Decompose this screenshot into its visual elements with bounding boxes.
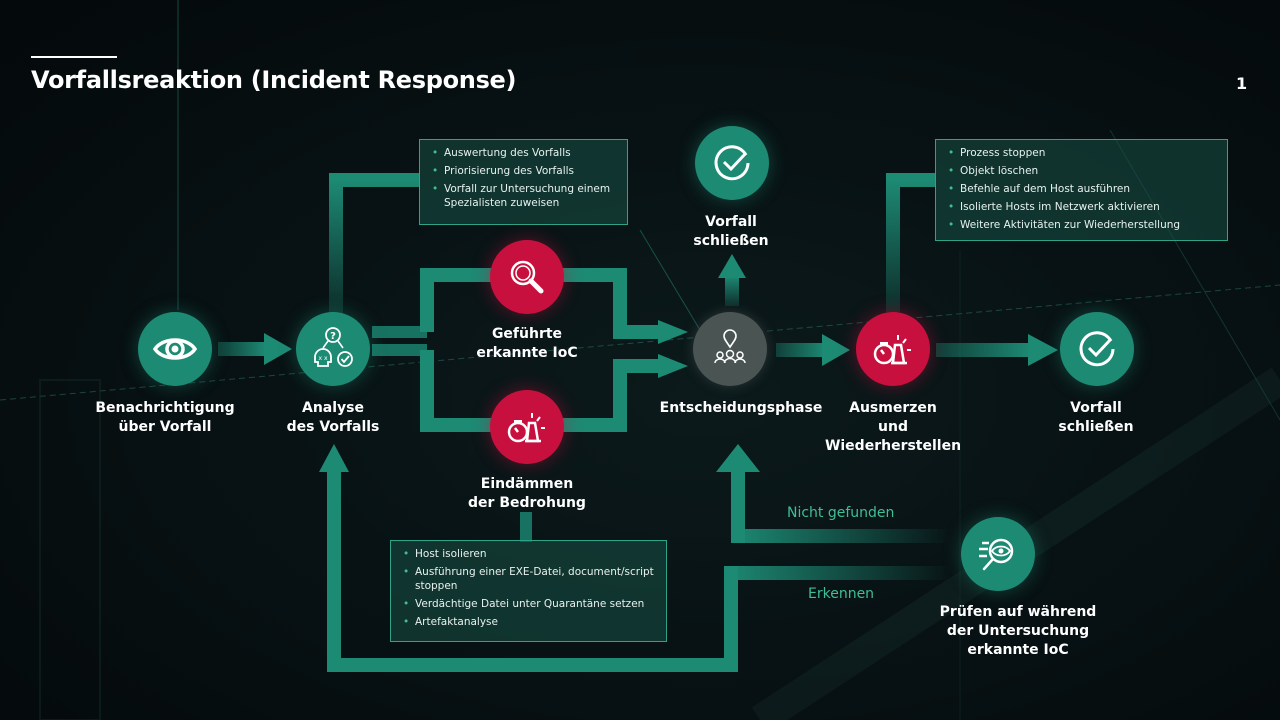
stopwatch-alarm-icon [507,413,545,443]
analysis-icon: ? x x [314,327,353,367]
connector-remediate-to-infobox [886,173,936,312]
magnifier-icon [510,260,544,294]
arrow-remediate-to-close [936,334,1058,366]
infobox-item: Priorisierung des Vorfalls [432,164,617,178]
connector-analysis-to-infobox [329,173,420,316]
node-analysis: ? x x [296,312,370,386]
flow-label-not-found: Nicht gefunden [787,505,895,521]
infobox-item: Verdächtige Datei unter Quarantäne setze… [403,597,656,611]
arrow-guided-to-decision [563,268,688,344]
connector-analysis-split [372,268,492,432]
infobox-containment: Host isolieren Ausführung einer EXE-Date… [390,540,667,642]
arrow-decision-to-remediate [776,334,850,366]
arrow-notification-to-analysis [218,333,292,365]
node-close-top [695,126,769,200]
node-close-right [1060,312,1134,386]
title-rule [31,56,117,58]
check-circle-icon [1079,331,1115,367]
arrow-decision-to-close [718,254,746,306]
infobox-item: Isolierte Hosts im Netzwerk aktivieren [948,200,1217,214]
infobox-item: Vorfall zur Untersuchung einem Spezialis… [432,182,617,210]
stopwatch-alarm-icon [873,335,911,365]
eye-search-icon [979,538,1014,571]
infobox-item: Host isolieren [403,547,656,561]
connector-contain-to-infobox [520,512,532,542]
eye-icon [152,338,198,360]
infobox-item: Ausführung einer EXE-Datei, document/scr… [403,565,656,593]
infobox-analysis: Auswertung des Vorfalls Priorisierung de… [419,139,628,225]
infobox-item: Weitere Aktivitäten zur Wiederherstellun… [948,218,1217,232]
node-remediate [856,312,930,386]
page-number: 1 [1236,74,1248,93]
arrow-contain-to-decision [563,354,688,432]
node-decision [693,312,767,386]
node-contain [490,390,564,464]
team-pin-icon [714,329,746,364]
infobox-item: Auswertung des Vorfalls [432,146,617,160]
node-notification [138,312,212,386]
infobox-item: Artefaktanalyse [403,615,656,629]
label-decision: Entscheidungsphase [659,400,823,416]
arrow-detect-to-analysis [319,444,951,672]
flow-label-detect: Erkennen [808,586,875,602]
node-check-ioc [961,517,1035,591]
node-guided-ioc [490,240,564,314]
infobox-item: Befehle auf dem Host ausführen [948,182,1217,196]
svg-text:x x: x x [318,355,327,362]
check-circle-icon [714,145,750,181]
infobox-item: Prozess stoppen [948,146,1217,160]
arrow-not-found-to-decision [716,444,951,543]
svg-text:?: ? [330,331,336,342]
page-title: Vorfallsreaktion (Incident Response) [31,66,517,94]
infobox-remediation: Prozess stoppen Objekt löschen Befehle a… [935,139,1228,241]
infobox-item: Objekt löschen [948,164,1217,178]
